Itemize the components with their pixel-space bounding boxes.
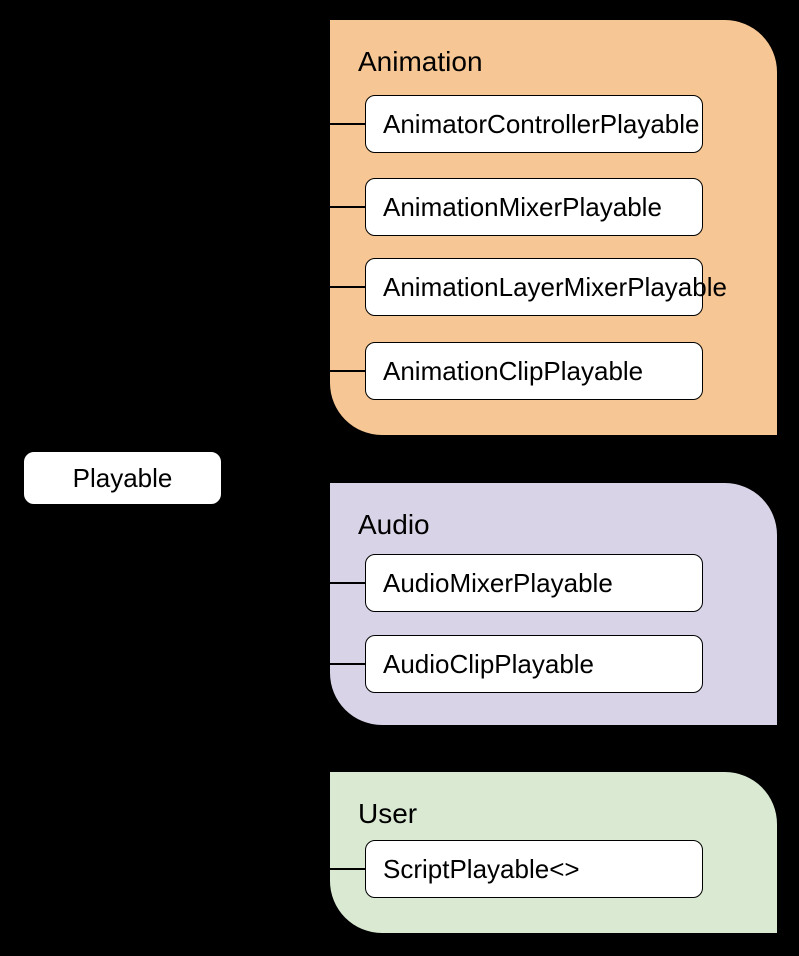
node-animator-controller-playable: AnimatorControllerPlayable (365, 95, 703, 153)
connector-line (330, 582, 365, 584)
node-label: AudioClipPlayable (383, 648, 595, 679)
node-animation-clip-playable: AnimationClipPlayable (365, 342, 703, 400)
connector-line (330, 123, 365, 125)
node-playable-label: Playable (72, 462, 173, 493)
node-audio-mixer-playable: AudioMixerPlayable (365, 554, 703, 612)
group-animation-label: Animation (358, 46, 483, 77)
node-audio-clip-playable: AudioClipPlayable (365, 635, 703, 693)
group-audio-label: Audio (358, 509, 430, 540)
connector-line (330, 663, 365, 665)
node-script-playable: ScriptPlayable<> (365, 840, 703, 898)
node-label: AnimationClipPlayable (383, 355, 644, 386)
group-animation: Animation AnimatorControllerPlayable Ani… (330, 20, 777, 435)
group-user-label: User (358, 798, 418, 829)
node-animation-layer-mixer-playable: AnimationLayerMixerPlayable (365, 258, 727, 316)
node-animation-mixer-playable: AnimationMixerPlayable (365, 178, 703, 236)
connector-line (330, 370, 365, 372)
node-label: AnimationMixerPlayable (383, 191, 662, 222)
connector-line (330, 868, 365, 870)
group-user: User ScriptPlayable<> (330, 772, 777, 933)
node-label: AudioMixerPlayable (383, 567, 613, 598)
connector-line (330, 206, 365, 208)
group-audio: Audio AudioMixerPlayable AudioClipPlayab… (330, 483, 777, 725)
node-playable: Playable (23, 451, 222, 505)
connector-line (330, 286, 365, 288)
node-label: AnimatorControllerPlayable (383, 108, 700, 139)
node-label: ScriptPlayable<> (383, 853, 580, 884)
node-label: AnimationLayerMixerPlayable (383, 271, 727, 302)
